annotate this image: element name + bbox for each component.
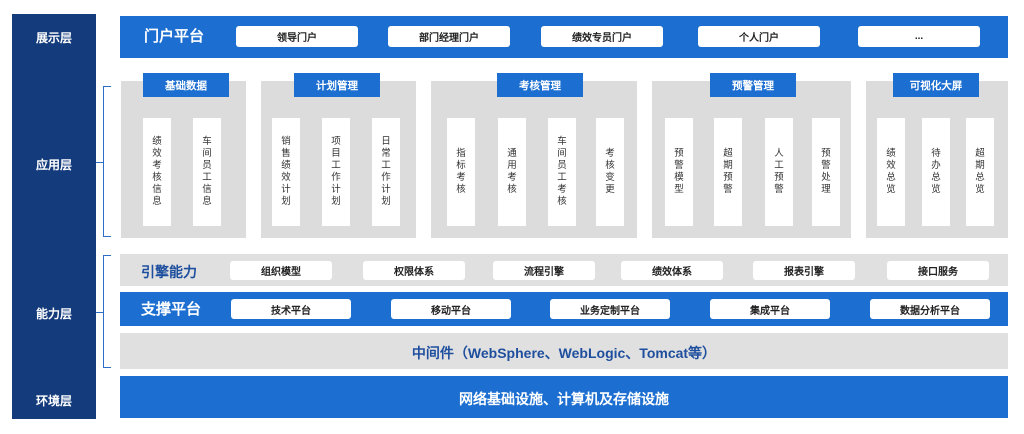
app-card[interactable]: 指标考核 [447, 118, 475, 226]
app-card[interactable]: 车间员工信息 [193, 118, 221, 226]
app-card[interactable]: 考核变更 [596, 118, 624, 226]
infrastructure-text: 网络基础设施、计算机及存储设施 [459, 391, 669, 407]
app-card-label: 车间员工信息 [202, 136, 212, 207]
layer-label-application: 应用层 [35, 158, 72, 172]
app-group-basic-data-title: 基础数据 [143, 73, 229, 97]
support-item-analytics[interactable]: 数据分析平台 [870, 299, 990, 319]
app-card-label: 销售绩效计划 [281, 136, 291, 207]
portal-item-leader[interactable]: 领导门户 [236, 26, 358, 47]
app-card[interactable]: 车间员工考核 [548, 118, 576, 226]
engine-item-interface[interactable]: 接口服务 [887, 261, 989, 280]
app-card-label: 超期总览 [975, 148, 985, 195]
app-card[interactable]: 超期总览 [966, 118, 994, 226]
engine-item-report[interactable]: 报表引擎 [753, 261, 855, 280]
app-group-plan-management-title: 计划管理 [294, 73, 380, 97]
app-group-basic-data [121, 81, 246, 238]
app-group-visual-dashboard-title: 可视化大屏 [893, 73, 979, 97]
engine-item-permission[interactable]: 权限体系 [363, 261, 465, 280]
engine-band: 引擎能力 组织模型 权限体系 流程引擎 绩效体系 报表引擎 接口服务 [120, 254, 1008, 286]
app-card-label: 绩效考核信息 [152, 136, 162, 207]
app-card-label: 人工预警 [774, 148, 784, 195]
app-card[interactable]: 待办总览 [922, 118, 950, 226]
app-card-label: 超期预警 [723, 148, 733, 195]
app-card[interactable]: 绩效考核信息 [143, 118, 171, 226]
portal-band: 门户平台 领导门户 部门经理门户 绩效专员门户 个人门户 ... [120, 16, 1008, 58]
app-card[interactable]: 超期预警 [714, 118, 742, 226]
support-title: 支撑平台 [141, 301, 202, 318]
layer-label-display: 展示层 [35, 31, 72, 45]
middleware-text: 中间件（WebSphere、WebLogic、Tomcat等） [411, 345, 717, 361]
portal-title: 门户平台 [144, 28, 205, 45]
app-card-label: 绩效总览 [886, 148, 896, 195]
engine-item-kpi-system[interactable]: 绩效体系 [621, 261, 723, 280]
app-card-label: 指标考核 [456, 148, 466, 195]
app-card[interactable]: 预警模型 [665, 118, 693, 226]
app-group-assessment-management-title: 考核管理 [497, 73, 583, 97]
portal-item-dept-manager[interactable]: 部门经理门户 [388, 26, 510, 47]
app-card-label: 待办总览 [931, 148, 941, 195]
app-card[interactable]: 销售绩效计划 [272, 118, 300, 226]
app-card[interactable]: 绩效总览 [877, 118, 905, 226]
app-card-label: 日常工作计划 [381, 136, 391, 207]
layer-label-environment: 环境层 [35, 394, 72, 408]
engine-item-org-model[interactable]: 组织模型 [230, 261, 332, 280]
support-item-tech[interactable]: 技术平台 [231, 299, 351, 319]
layer-label-capability: 能力层 [35, 307, 72, 321]
support-item-custom[interactable]: 业务定制平台 [550, 299, 670, 319]
app-card-label: 项目工作计划 [331, 136, 341, 207]
layer-column: 展示层 应用层 能力层 环境层 [12, 14, 96, 419]
app-group-warning-management-title: 预警管理 [710, 73, 796, 97]
app-card[interactable]: 项目工作计划 [322, 118, 350, 226]
app-card-label: 考核变更 [605, 148, 615, 195]
engine-title: 引擎能力 [141, 264, 197, 280]
support-band: 支撑平台 技术平台 移动平台 业务定制平台 集成平台 数据分析平台 [120, 292, 1008, 326]
app-card[interactable]: 预警处理 [812, 118, 840, 226]
app-card[interactable]: 通用考核 [498, 118, 526, 226]
engine-item-workflow[interactable]: 流程引擎 [493, 261, 595, 280]
app-card-label: 预警模型 [674, 148, 684, 195]
infrastructure-band: 网络基础设施、计算机及存储设施 [120, 376, 1008, 418]
application-bracket [96, 86, 112, 237]
portal-item-personal[interactable]: 个人门户 [698, 26, 820, 47]
capability-bracket [96, 255, 112, 368]
support-item-mobile[interactable]: 移动平台 [391, 299, 511, 319]
app-card-label: 预警处理 [821, 148, 831, 195]
support-item-integration[interactable]: 集成平台 [710, 299, 830, 319]
app-card-label: 通用考核 [507, 148, 517, 195]
app-card[interactable]: 人工预警 [765, 118, 793, 226]
app-card-label: 车间员工考核 [557, 136, 567, 207]
app-card[interactable]: 日常工作计划 [372, 118, 400, 226]
portal-item-kpi-specialist[interactable]: 绩效专员门户 [541, 26, 663, 47]
middleware-band: 中间件（WebSphere、WebLogic、Tomcat等） [120, 333, 1008, 369]
portal-item-more[interactable]: ... [858, 26, 980, 47]
